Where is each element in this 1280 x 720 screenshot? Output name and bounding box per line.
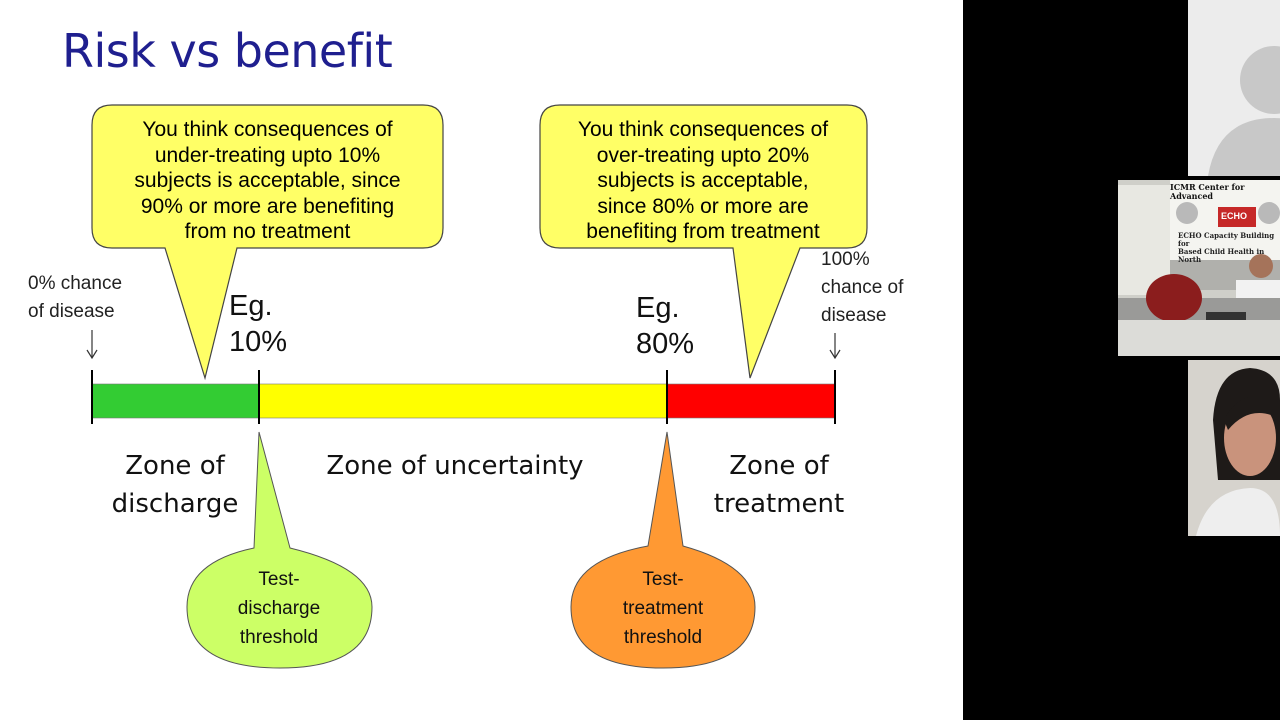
participant-tile-room[interactable]: ICMR Center for Advanced ECHO Capacity B… [1118,180,1280,356]
callout-left-shape [91,104,444,381]
zone-discharge-label: Zone of discharge [111,451,239,519]
start-label: 0% chance of disease [28,273,123,322]
zone-treatment-label: Zone of treatment [713,451,845,519]
eg-80-label: Eg. 80% [636,292,695,360]
room-banner-text-2: ECHO Capacity Building for Based Child H… [1178,231,1275,264]
arrow-down-start-icon [86,330,98,360]
treatment-threshold-balloon [570,431,756,669]
zone-uncertainty-label: Zone of uncertainty [326,451,584,481]
slide-title: Risk vs benefit [62,24,393,78]
presentation-slide: Risk vs benefit You think consequences o… [0,0,963,720]
bar-segment-uncertainty [258,383,668,419]
diagram-graphics [86,104,868,669]
participant-tile-presenter[interactable] [1188,360,1280,536]
bar-segment-discharge [91,383,260,419]
presenter-camera-video [1188,360,1280,536]
discharge-threshold-label: Test- discharge threshold [237,569,321,648]
echo-logo: ECHO [1221,211,1248,221]
participant-tile-placeholder[interactable] [1188,0,1280,176]
eg-10-label: Eg. 10% [229,290,288,358]
callout-left-text: You think consequences of under-treating… [134,118,401,243]
discharge-threshold-balloon [186,431,373,669]
bar-segment-treatment [666,383,836,419]
risk-bar [91,383,836,419]
callout-right-text: You think consequences of over-treating … [577,118,829,243]
user-avatar-icon [1208,46,1280,176]
end-label: 100% chance of disease [821,249,904,326]
treatment-threshold-label: Test- treatment threshold [622,569,704,648]
room-camera-video [1118,180,1280,356]
video-sidebar: ICMR Center for Advanced ECHO Capacity B… [963,0,1280,720]
room-banner-text: ICMR Center for Advanced [1170,182,1245,201]
callout-right-shape [539,104,868,379]
arrow-down-end-icon [829,333,841,360]
